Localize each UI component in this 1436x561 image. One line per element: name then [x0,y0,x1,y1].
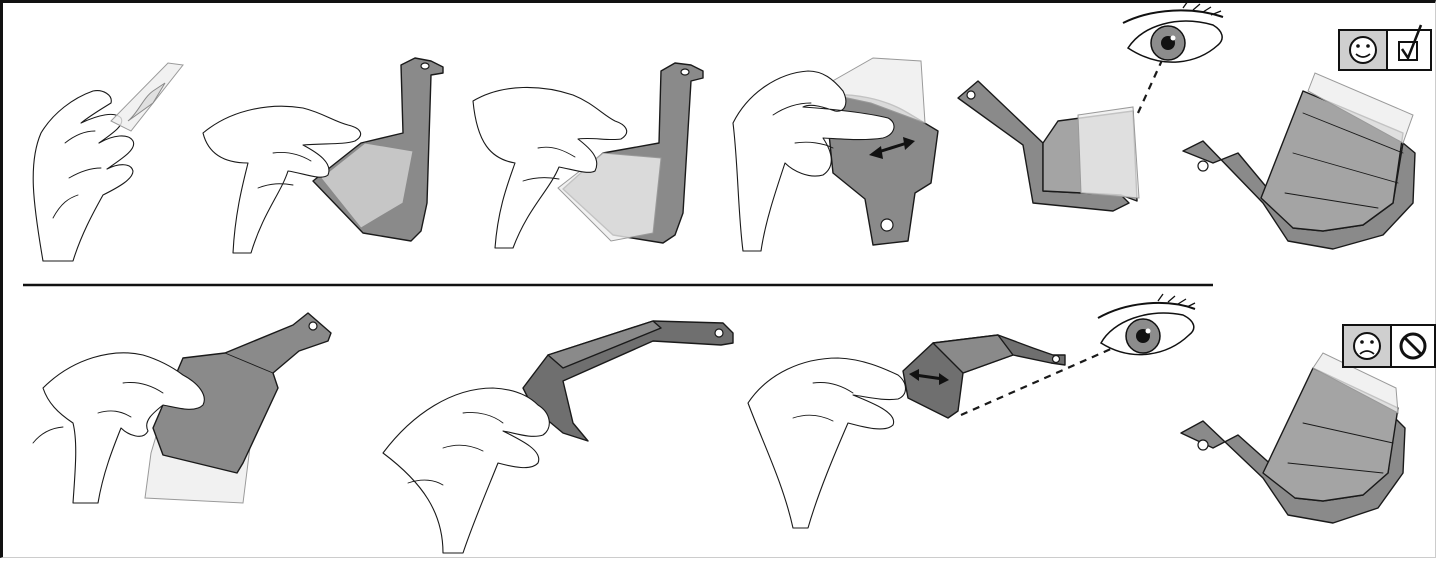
step-inspect-wrong [748,294,1195,528]
mount-hole [1198,161,1208,171]
hand-icon [383,388,549,553]
step-press-film [473,63,703,248]
mount-hole [881,219,893,231]
step-apply-film [203,58,443,253]
mount-hole [309,322,317,330]
step-apply-film-wrong [33,313,331,503]
protective-film [1078,107,1139,198]
step-smooth-film [733,58,938,251]
hand-icon [748,358,906,528]
step-result-bad [1181,353,1405,523]
ok-badge [1339,25,1431,70]
eye-icon [1123,3,1223,62]
step-inspect-edge [958,3,1223,211]
bad-badge [1343,325,1435,367]
step-result-ok [1183,73,1415,249]
mount-hole [421,63,429,69]
smiley-sad-icon [1354,333,1380,359]
smiley-happy-icon [1350,37,1376,63]
eye-icon [1098,294,1195,355]
mount-hole [1053,356,1060,363]
mount-hole [1198,440,1208,450]
sight-line [1138,58,1163,113]
mount-hole [967,91,975,99]
instruction-diagram [3,3,1436,561]
mount-hole [681,69,689,75]
mount-hole [715,329,723,337]
prohibited-icon [1401,334,1425,358]
step-bend-bracket [383,321,733,553]
step-peel-liner [33,63,183,261]
